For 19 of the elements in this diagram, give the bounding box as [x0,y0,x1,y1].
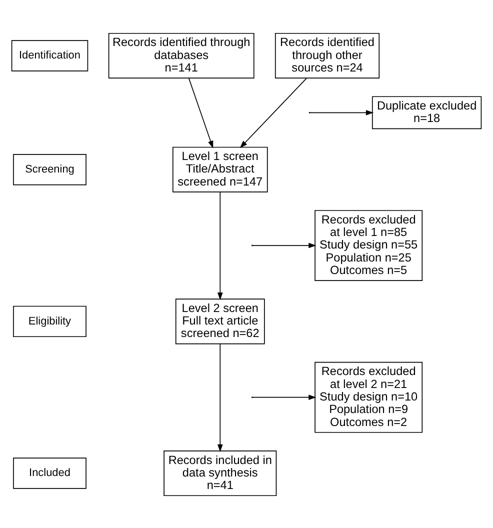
arrow [217,342,223,452]
node-box: Identification [11,40,88,71]
node-box: Records excluded at level 1 n=85 Study design n=55 Population n=25 Outcomes n=5 [314,210,423,280]
node-box: Records identified through databases n=141 [108,32,254,78]
arrow [217,191,223,300]
arrow [252,394,316,400]
node-box: Included [13,457,86,488]
arrow [240,77,308,148]
node-box: Eligibility [13,305,86,337]
node-box: Level 2 screen Full text article screened n=62 [175,298,265,344]
node-box: Duplicate excluded n=18 [372,96,482,129]
node-box: Level 1 screen Title/Abstract screened n=147 [172,146,268,192]
arrow [310,110,374,115]
arrow [188,77,214,148]
arrow [252,242,316,248]
node-box: Screening [13,154,86,185]
node-box: Records included in data synthesis n=41 [164,450,277,496]
node-box: Records excluded at level 2 n=21 Study design n=10 Population n=9 Outcomes n=2 [314,361,423,432]
node-box: Records identified through other sources n=24 [274,32,380,78]
